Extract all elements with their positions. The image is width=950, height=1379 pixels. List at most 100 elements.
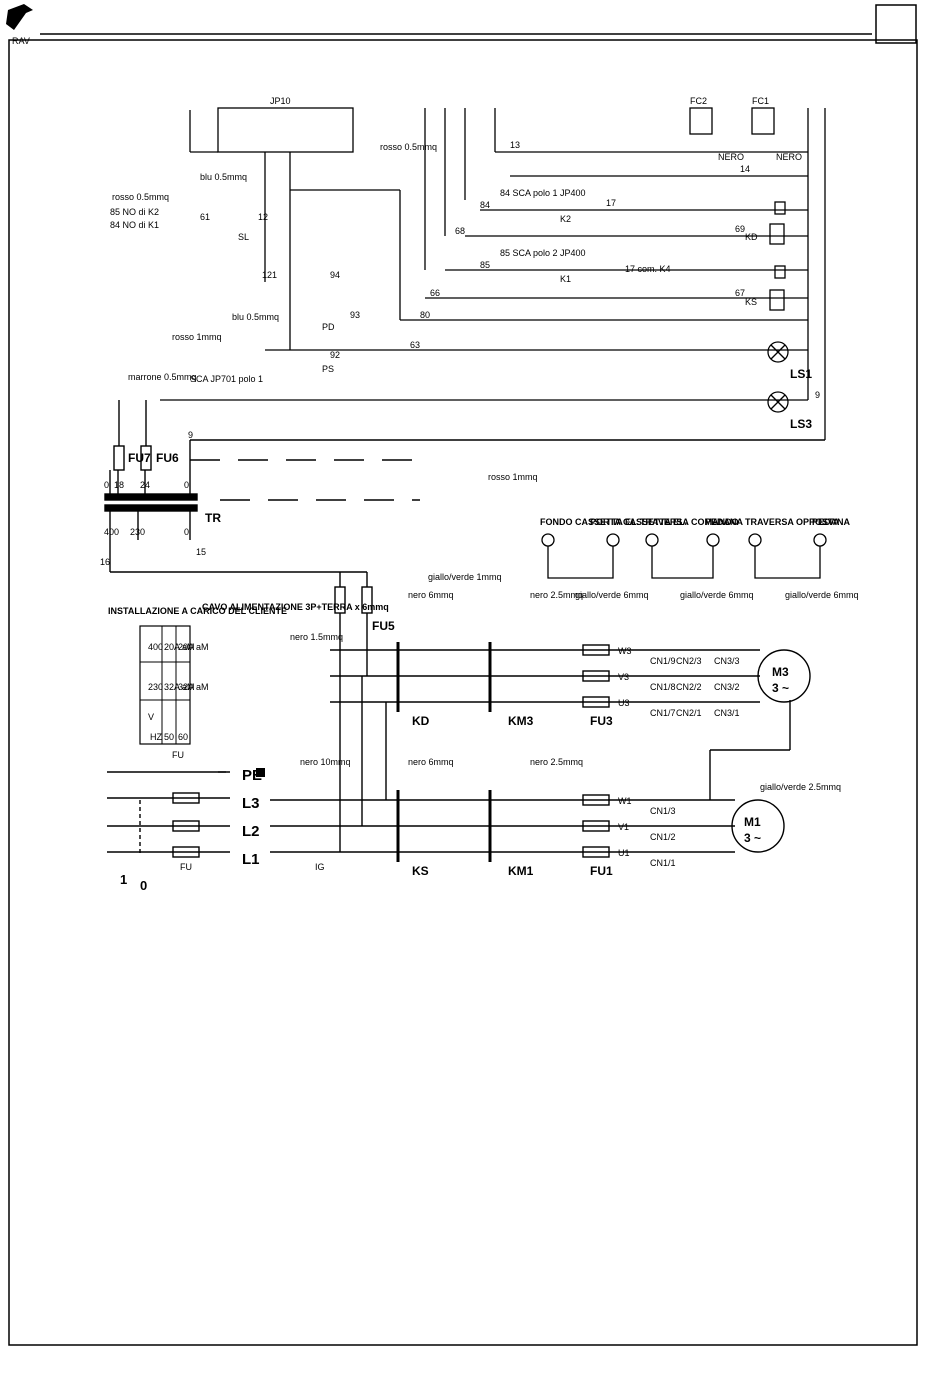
note-sca85: 85 SCA polo 2 JP400 [500, 248, 586, 258]
table-title: INSTALLAZIONE A CARICO DEL CLIENTE [108, 606, 287, 616]
table-row1-hz: 50 [164, 732, 174, 742]
note-no-k1: 84 NO di K1 [110, 220, 159, 230]
relay-k1: K1 [560, 274, 571, 284]
wire-num-17: 17 [606, 198, 616, 208]
wire-num-94: 94 [330, 270, 340, 280]
wire-note-nero6: nero 6mmq [408, 757, 454, 767]
wire-num-84: 84 [480, 200, 490, 210]
tr-tap-15: 15 [196, 547, 206, 557]
ground-wire-2: giallo/verde 6mmq [680, 590, 754, 600]
fuse-fu1: FU1 [590, 864, 613, 878]
wire-num-85: 85 [480, 260, 490, 270]
motor-m1-symbol: 3 ~ [744, 831, 761, 845]
table-row2-230: 32A aM [178, 682, 209, 692]
terminal-l3: L3 [242, 795, 260, 812]
table-row1-400: 20A aM [164, 642, 195, 652]
motor-m3-name: M3 [772, 665, 789, 679]
connector-cn2-2: CN2/2 [676, 682, 702, 692]
relay-ks: KS [745, 297, 757, 307]
installation-table: INSTALLAZIONE A CARICO DEL CLIENTE V 230… [108, 602, 389, 760]
ground-pedana-1: PEDANA [705, 517, 744, 527]
wire-note-nero10: nero 10mmq [300, 757, 351, 767]
wire-note-rosso1b: rosso 1mmq [172, 332, 222, 342]
wire-nero-fc1: NERO [776, 152, 802, 162]
wire-note-nero25: nero 2.5mmq [530, 757, 583, 767]
contactor-km3: KM3 [508, 714, 534, 728]
power-section [107, 540, 811, 862]
connector-cn1-3: CN1/3 [650, 806, 676, 816]
table-230: 230 [148, 682, 163, 692]
switch-ig: IG [315, 862, 325, 872]
switch-labels: 1 0 FU IG [120, 862, 325, 893]
wire-nero-fc2: NERO [718, 152, 744, 162]
tr-tap-0a: 0 [104, 480, 109, 490]
connector-cn3-2: CN3/2 [714, 682, 740, 692]
wire-numbers: 9 63 80 66 68 67 69 84 85 17 121 93 92 9… [200, 140, 820, 400]
motor-labels: M1 3 ~ M3 3 ~ U1 V1 W1 U3 V3 W3 CN1/1 CN… [618, 646, 789, 868]
grounding-points [541, 533, 827, 579]
brand-logo: RAV [6, 4, 33, 46]
wire-notes: nero 10mmq nero 6mmq nero 2.5mmq nero 1.… [290, 472, 841, 792]
table-fu: FU [172, 750, 184, 760]
fuse-fu3: FU3 [590, 714, 613, 728]
table-row1-230: 32A aM [164, 682, 195, 692]
wire-note-blu05b: blu 0.5mmq [232, 312, 279, 322]
wire-note-nero25b: nero 2.5mmq [530, 590, 583, 600]
tr-tap-16: 16 [100, 557, 110, 567]
phase-v3: V3 [618, 672, 629, 682]
phase-w1: W1 [618, 796, 632, 806]
switch-pd: PD [322, 322, 335, 332]
wire-num-68: 68 [455, 226, 465, 236]
connector-jp10: JP10 [270, 96, 291, 106]
note-com-k4: 17 com. K4 [625, 264, 671, 274]
lamp-ls3: LS3 [790, 417, 812, 431]
wire-note-rosso05: rosso 0.5mmq [380, 142, 437, 152]
limit-fc1: FC1 [752, 96, 769, 106]
note-sca84: 84 SCA polo 1 JP400 [500, 188, 586, 198]
table-row2-400: 20A aM [178, 642, 209, 652]
contactor-km1: KM1 [508, 864, 534, 878]
connector-cn3-1: CN3/1 [714, 708, 740, 718]
ground-traversa-comando: TRAVERSA COMANDO [640, 517, 739, 527]
limit-fc2: FC2 [690, 96, 707, 106]
wire-note-nero6b: nero 6mmq [408, 590, 454, 600]
terminal-l2: L2 [242, 823, 260, 840]
switch-zero: 0 [140, 878, 147, 893]
wire-note-blu05: blu 0.5mmq [200, 172, 247, 182]
logo-text: RAV [12, 36, 30, 46]
wire-num-92: 92 [330, 350, 340, 360]
tr-tap-0c: 0 [184, 480, 189, 490]
wire-num-12: 12 [258, 212, 268, 222]
wire-num-63: 63 [410, 340, 420, 350]
wire-num-14: 14 [740, 164, 750, 174]
connector-cn1-8: CN1/8 [650, 682, 676, 692]
transformer [104, 400, 825, 540]
wire-num-93: 93 [350, 310, 360, 320]
switch-fu: FU [180, 862, 192, 872]
table-cable-note: CAVO ALIMENTAZIONE 3P+TERRA x 6mmq [202, 602, 389, 612]
table-hz: HZ [150, 732, 162, 742]
page-frame [8, 4, 918, 1346]
lamp-ls1: LS1 [790, 367, 812, 381]
switch-sl: SL [238, 232, 249, 242]
connector-cn1-1: CN1/1 [650, 858, 676, 868]
terminal-l1: L1 [242, 851, 260, 868]
control-section [160, 107, 826, 440]
relay-k2: K2 [560, 214, 571, 224]
connector-cn1-2: CN1/2 [650, 832, 676, 842]
connector-cn3-3: CN3/3 [714, 656, 740, 666]
wire-num-9: 9 [815, 390, 820, 400]
connector-cn2-3: CN2/3 [676, 656, 702, 666]
wire-num-13: 13 [510, 140, 520, 150]
table-400: 400 [148, 642, 163, 652]
wire-note-giallo25: giallo/verde 2.5mmq [760, 782, 841, 792]
contactor-labels: KS KM1 KD KM3 FU1 FU3 FU5 [372, 619, 613, 878]
switch-ps: PS [322, 364, 334, 374]
supply-terminals: L1 L2 L3 PE [242, 767, 265, 868]
grounding-labels: FONDO CASSETTA EL. PORTA CASSETTA EL. TR… [540, 517, 859, 600]
motor-m1-name: M1 [744, 815, 761, 829]
contactor-kd: KD [412, 714, 430, 728]
wire-note-giallo1: giallo/verde 1mmq [428, 572, 502, 582]
ground-fondo: FONDO CASSETTA EL. [540, 517, 639, 527]
